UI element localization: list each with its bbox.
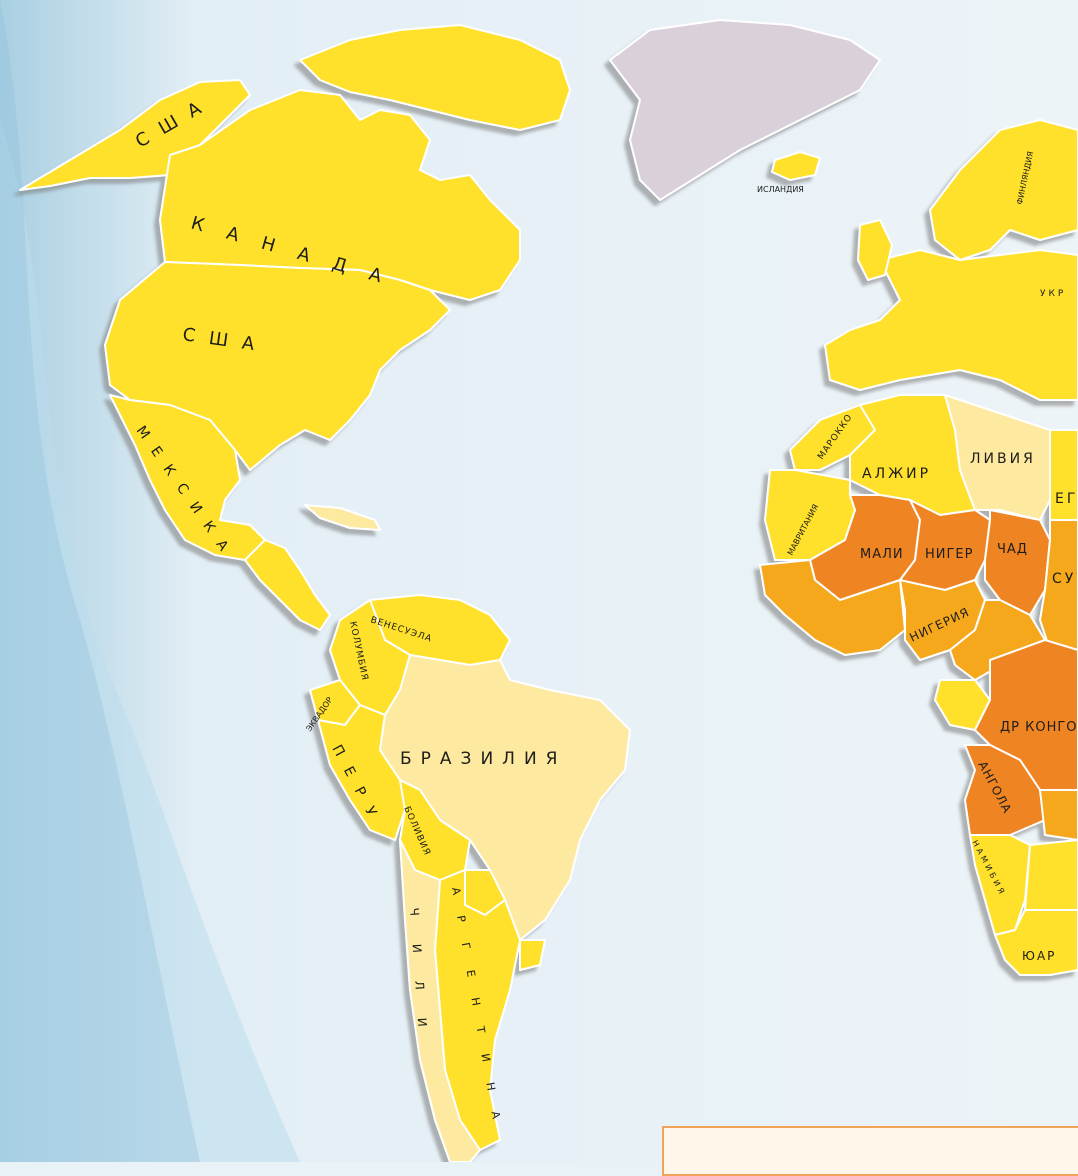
region-alaska[interactable] <box>19 79 251 191</box>
region-botswana[interactable] <box>1024 839 1078 911</box>
region-uk[interactable] <box>857 219 893 281</box>
legend-box <box>662 1126 1078 1176</box>
label-brazil: БРАЗИЛИЯ <box>400 749 566 769</box>
region-egypt[interactable] <box>1049 429 1078 521</box>
label-chad: ЧАД <box>997 542 1028 557</box>
region-scandinavia[interactable] <box>929 119 1078 261</box>
label-iceland: ИСЛАНДИЯ <box>757 185 804 194</box>
label-dr-congo: ДР КОНГО <box>1000 720 1078 735</box>
region-europe[interactable] <box>824 249 1078 401</box>
decorative-wave <box>0 120 300 1162</box>
label-mali: МАЛИ <box>860 547 904 562</box>
region-chile[interactable] <box>399 839 481 1162</box>
region-sudan[interactable] <box>1039 519 1078 661</box>
region-mexico[interactable] <box>109 394 266 561</box>
label-sudan: СУ <box>1052 571 1076 587</box>
region-central-america[interactable] <box>244 539 331 631</box>
region-uruguay[interactable] <box>519 939 546 971</box>
region-angola[interactable] <box>964 744 1046 836</box>
label-niger: НИГЕР <box>925 547 973 562</box>
region-south-africa[interactable] <box>994 909 1078 976</box>
decorative-wave-2 <box>0 0 200 1162</box>
region-canada-islands[interactable] <box>299 24 571 131</box>
label-south-africa: ЮАР <box>1022 949 1056 963</box>
region-iceland[interactable] <box>771 151 821 181</box>
region-brazil[interactable] <box>379 654 631 941</box>
region-greenland[interactable] <box>609 19 881 201</box>
region-cuba[interactable] <box>304 504 381 531</box>
region-zambia[interactable] <box>1039 789 1078 841</box>
label-algeria: АЛЖИР <box>862 466 931 482</box>
label-ukraine: УКР <box>1040 289 1066 299</box>
label-egypt: ЕГ <box>1055 491 1078 507</box>
region-usa[interactable] <box>104 261 451 471</box>
label-libya: ЛИВИЯ <box>970 451 1036 467</box>
